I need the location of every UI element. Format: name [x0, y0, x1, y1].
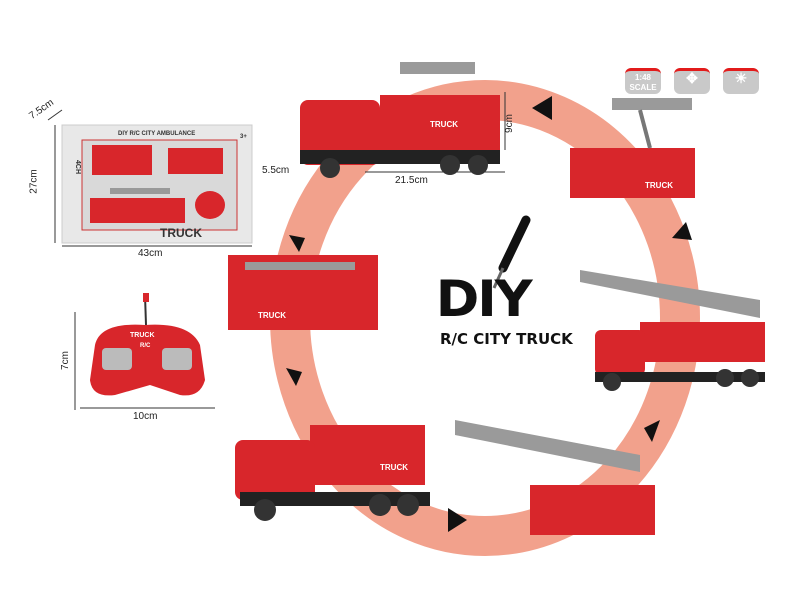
controller-width: 10cm: [133, 411, 158, 422]
scale-icon: 1:48 SCALE: [629, 73, 657, 92]
screwdriver-icon: [492, 215, 531, 289]
box-brand: TRUCK: [160, 226, 202, 240]
truck-height: 9cm: [503, 114, 515, 133]
arrow-icon: [532, 96, 552, 120]
box-width: 43cm: [138, 248, 163, 259]
logo-subtitle: R/C CITY TRUCK: [440, 330, 573, 348]
truck-width: 5.5cm: [262, 165, 290, 176]
box-side-label: 4CH: [74, 160, 81, 174]
box-age: 3+: [240, 134, 247, 140]
crane-module: [455, 420, 655, 535]
arrow-icon: [644, 420, 660, 442]
truck-top: [300, 62, 506, 178]
controller-height: 7cm: [59, 351, 71, 370]
controller-sub: R/C: [140, 343, 151, 349]
arrow-icon: [289, 235, 305, 252]
scale-badge: 1:48 SCALE: [625, 68, 661, 94]
product-box: [47, 109, 253, 247]
module-label: TRUCK: [380, 463, 408, 472]
module-label: TRUCK: [645, 181, 673, 190]
water-truck: [235, 425, 430, 521]
ladder-module: [570, 98, 695, 198]
logo-title: DIY: [435, 270, 533, 328]
arrow-icon: [672, 222, 692, 240]
arrows: [286, 96, 692, 532]
module-label: TRUCK: [430, 120, 458, 129]
box-height: 27cm: [28, 169, 40, 194]
arrow-icon: [286, 368, 302, 386]
tank-module: [228, 255, 378, 330]
light-icon: ☀: [723, 68, 759, 94]
directions-icon: ✥: [674, 68, 710, 94]
module-label: TRUCK: [258, 311, 286, 320]
truck-length: 21.5cm: [395, 175, 428, 186]
arrow-icon: [448, 508, 467, 532]
remote-controller: [74, 293, 215, 410]
crane-truck: [580, 270, 765, 391]
controller-label: TRUCK: [130, 332, 155, 339]
box-title: DIY R/C CITY AMBULANCE: [118, 131, 195, 137]
